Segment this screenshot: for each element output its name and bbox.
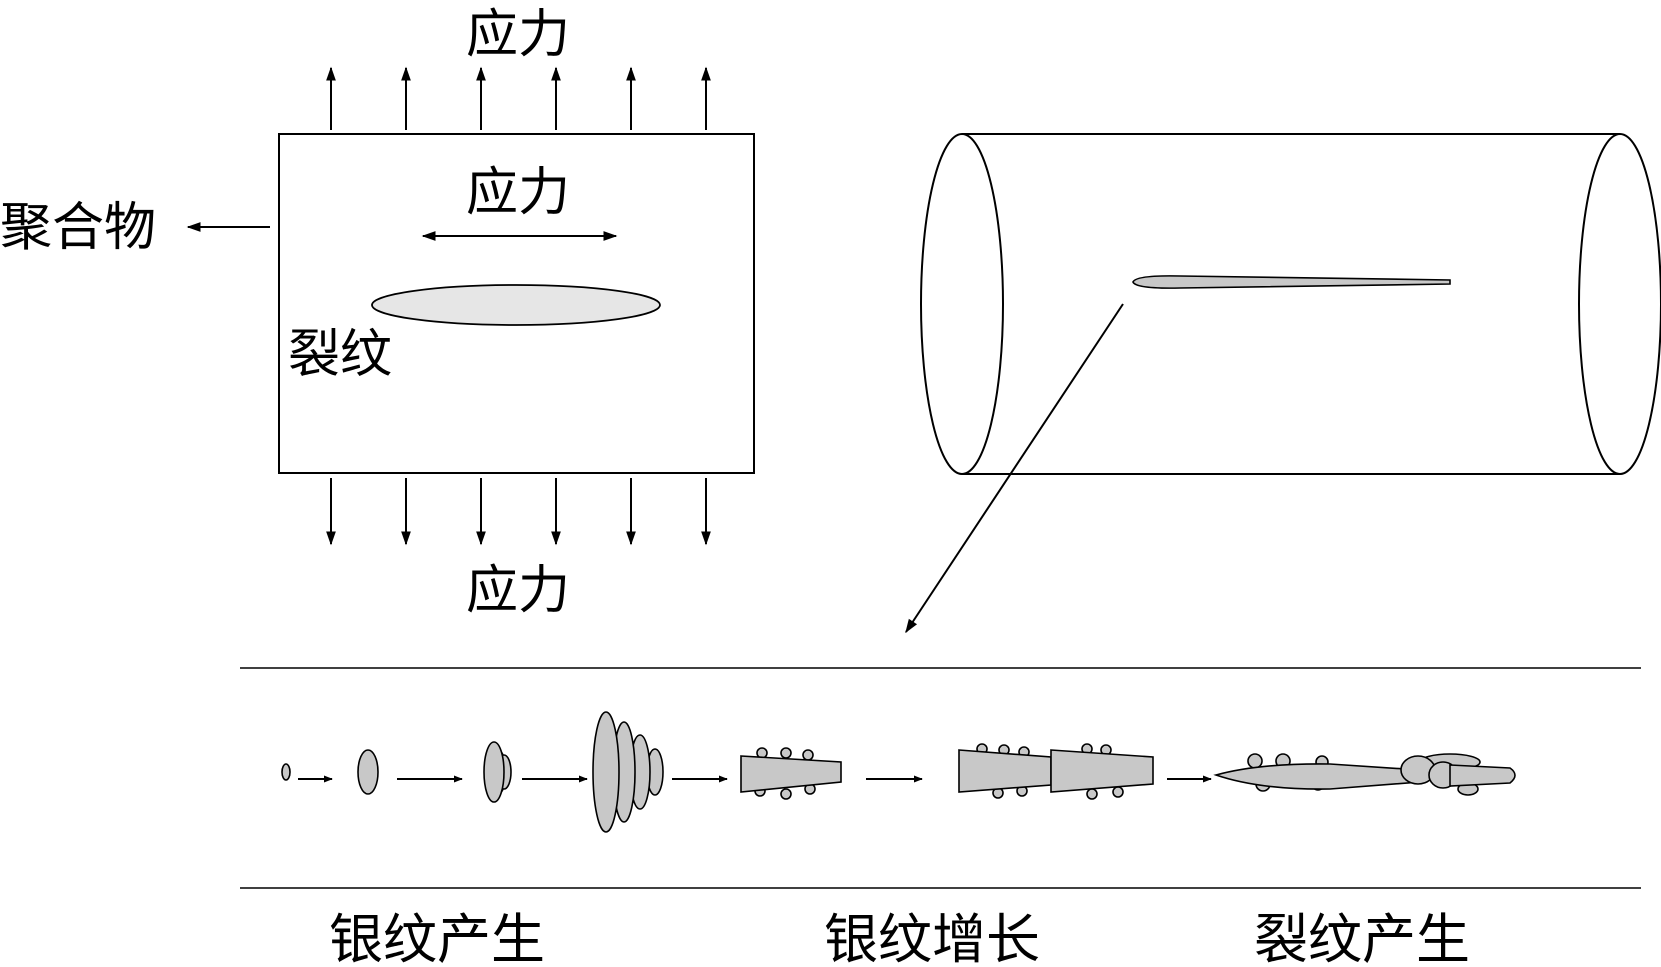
stress-label-bottom: 应力	[466, 561, 570, 621]
cylinder-right-end	[1578, 133, 1661, 476]
cylinder-body	[962, 133, 1620, 475]
stage-label-crack-initiation: 裂纹产生	[1254, 908, 1470, 967]
polymer-block	[278, 133, 755, 474]
progression-stages	[281, 711, 1516, 833]
cylinder-left-end	[920, 133, 1004, 475]
craze-nucleus	[281, 763, 291, 781]
craze-growth-shape-1	[740, 747, 842, 800]
zoom-pointer-arrow	[905, 303, 1124, 634]
stress-label-top: 应力	[466, 5, 570, 65]
crack-formation-shape	[1213, 753, 1516, 796]
stress-label-middle: 应力	[466, 163, 570, 223]
cylinder-crack	[1132, 275, 1451, 289]
crack-shape	[371, 284, 661, 326]
stage-label-craze-initiation: 银纹产生	[329, 908, 545, 967]
craze-growth-shape-2	[958, 743, 1154, 800]
stress-arrows-bottom	[326, 478, 711, 546]
craze-cluster-large	[592, 711, 664, 833]
cylinder	[920, 133, 1661, 476]
crack-label: 裂纹	[288, 325, 392, 385]
stress-arrows-top	[326, 66, 711, 130]
craze-small	[357, 749, 379, 795]
polymer-label: 聚合物	[0, 198, 156, 258]
craze-cluster-small	[483, 741, 512, 803]
stage-label-craze-growth: 银纹增长	[824, 908, 1040, 967]
